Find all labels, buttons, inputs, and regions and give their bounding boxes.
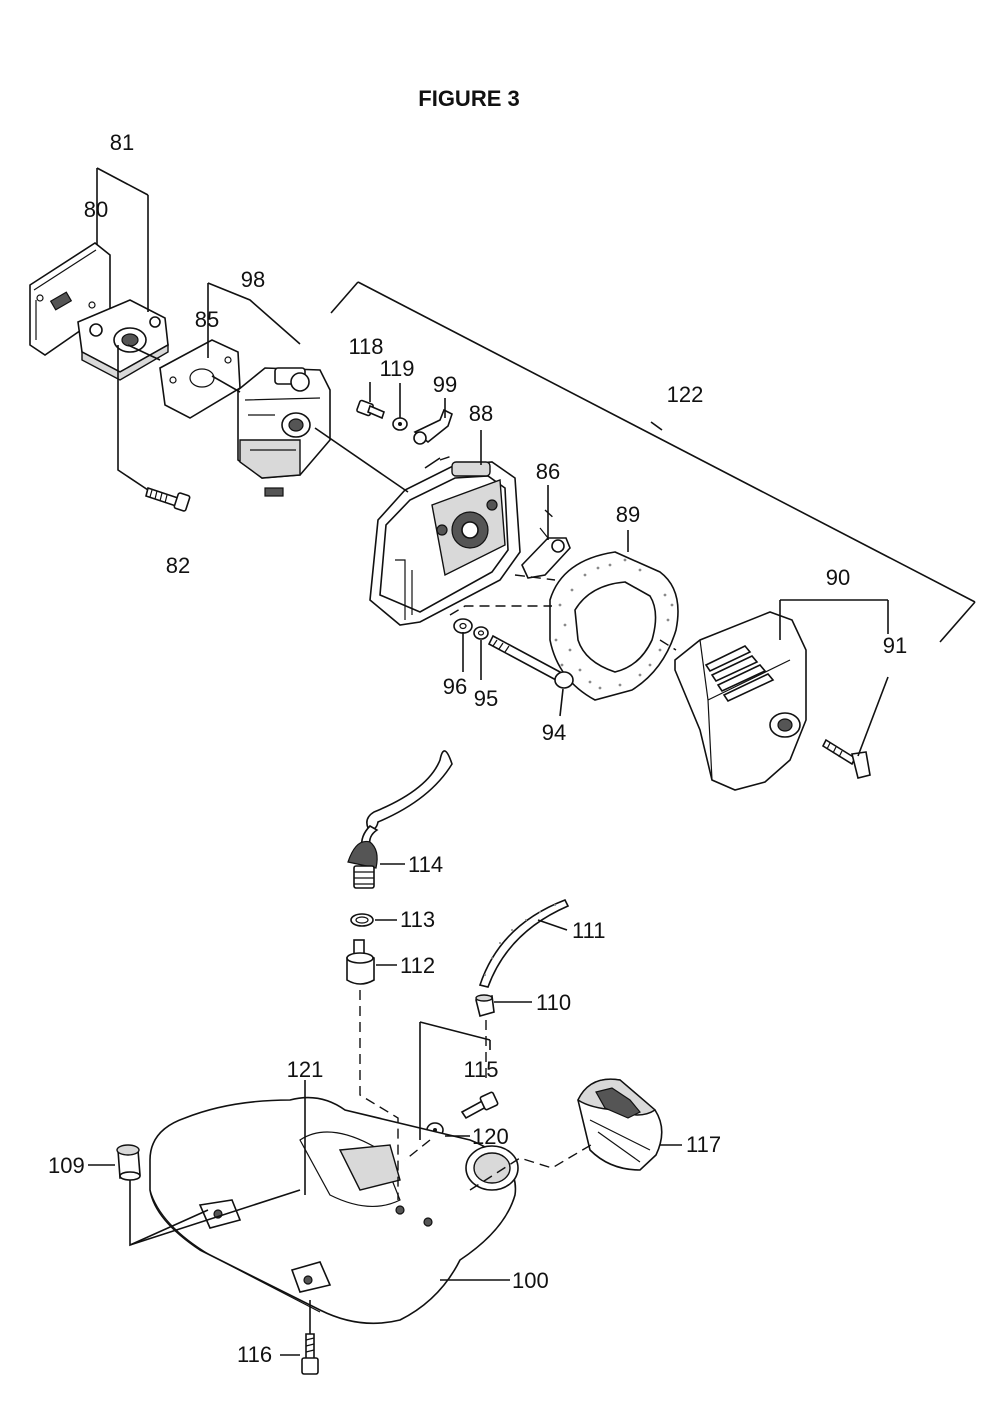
callout-88: 88: [469, 401, 493, 426]
figure-title: FIGURE 3: [418, 86, 519, 111]
callout-119: 119: [379, 356, 414, 381]
callout-122: 122: [667, 382, 704, 407]
callout-112: 112: [400, 953, 435, 978]
callout-99: 99: [433, 372, 457, 397]
part-111-vent-hose: [478, 898, 570, 988]
callout-94: 94: [542, 720, 566, 745]
part-90-air-cleaner-cover: [674, 611, 807, 791]
callout-118: 118: [348, 334, 383, 359]
part-94-long-bolt: [487, 634, 574, 689]
callout-labels: 81 80 98 85 82 118 119 99 88 122 86 89 9…: [48, 130, 907, 1367]
callout-89: 89: [616, 502, 640, 527]
part-91-cover-knob: [821, 738, 871, 779]
part-115-screw: [460, 1091, 499, 1120]
callout-113: 113: [400, 907, 435, 932]
part-118-screw: [356, 399, 385, 420]
part-81-intake-block: [77, 299, 169, 381]
part-95-lock-washer: [473, 626, 489, 640]
part-82-bolt: [145, 486, 191, 512]
part-112-fuel-filter: [346, 939, 375, 985]
callout-95: 95: [474, 686, 498, 711]
part-85-carburetor-gasket: [159, 339, 241, 419]
part-117-fuel-cap: [577, 1078, 663, 1171]
callout-116: 116: [237, 1342, 272, 1367]
part-114-fuel-line-filter: [347, 750, 453, 889]
callout-91: 91: [883, 633, 907, 658]
callout-90: 90: [826, 565, 850, 590]
filter-foam-texture: [554, 558, 674, 690]
callout-100: 100: [512, 1268, 549, 1293]
upper-leader-lines: [96, 167, 976, 757]
part-113-hose-clip: [350, 913, 374, 927]
callout-110: 110: [536, 990, 571, 1015]
callout-82: 82: [166, 553, 190, 578]
part-98-carburetor: [237, 367, 331, 497]
callout-96: 96: [443, 674, 467, 699]
callout-86: 86: [536, 459, 560, 484]
part-96-washer: [453, 618, 473, 634]
part-110-grommet: [475, 994, 495, 1017]
part-88-air-cleaner-base: [369, 461, 521, 626]
callout-98: 98: [241, 267, 265, 292]
cover-vent-slots: [704, 645, 775, 703]
part-109-bushing: [116, 1144, 141, 1181]
callout-81: 81: [110, 130, 134, 155]
callout-111: 111: [572, 918, 605, 943]
part-99-choke-lever: [413, 408, 453, 445]
part-100-fuel-tank: [149, 1096, 519, 1325]
lower-leader-lines: [88, 863, 682, 1356]
callout-109: 109: [48, 1153, 85, 1178]
part-116-bolt: [301, 1333, 319, 1375]
callout-121: 121: [287, 1057, 324, 1082]
part-119-washer: [392, 417, 408, 431]
part-89-air-filter-element: [549, 551, 679, 701]
part-80-insulator-plate: [29, 242, 111, 356]
callout-114: 114: [408, 852, 443, 877]
callout-80: 80: [84, 197, 108, 222]
callout-115: 115: [463, 1057, 498, 1082]
callout-117: 117: [686, 1132, 721, 1157]
part-86-choke-shutter: [521, 527, 571, 579]
callout-120: 120: [472, 1124, 509, 1149]
callout-85: 85: [195, 307, 219, 332]
